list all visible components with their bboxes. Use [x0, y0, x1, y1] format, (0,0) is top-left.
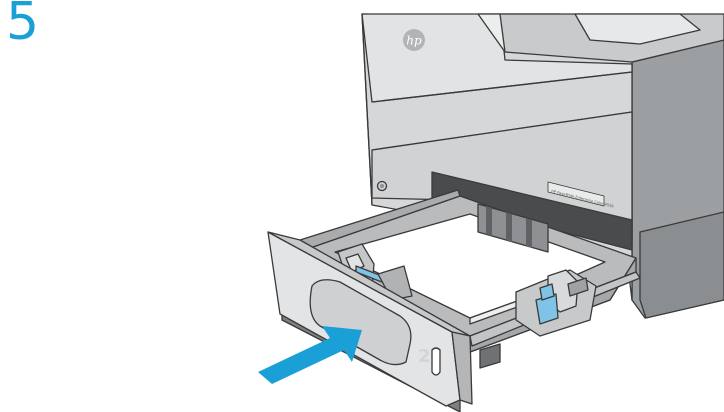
printer-body: [361, 13, 724, 319]
arrow-right-icon: [258, 326, 362, 384]
hp-logo: hp: [403, 29, 425, 51]
tray-number: 2: [418, 346, 431, 367]
paper-tray: [299, 189, 641, 353]
step-number: 5: [6, 0, 40, 52]
hp-logo-text: hp: [406, 34, 422, 48]
